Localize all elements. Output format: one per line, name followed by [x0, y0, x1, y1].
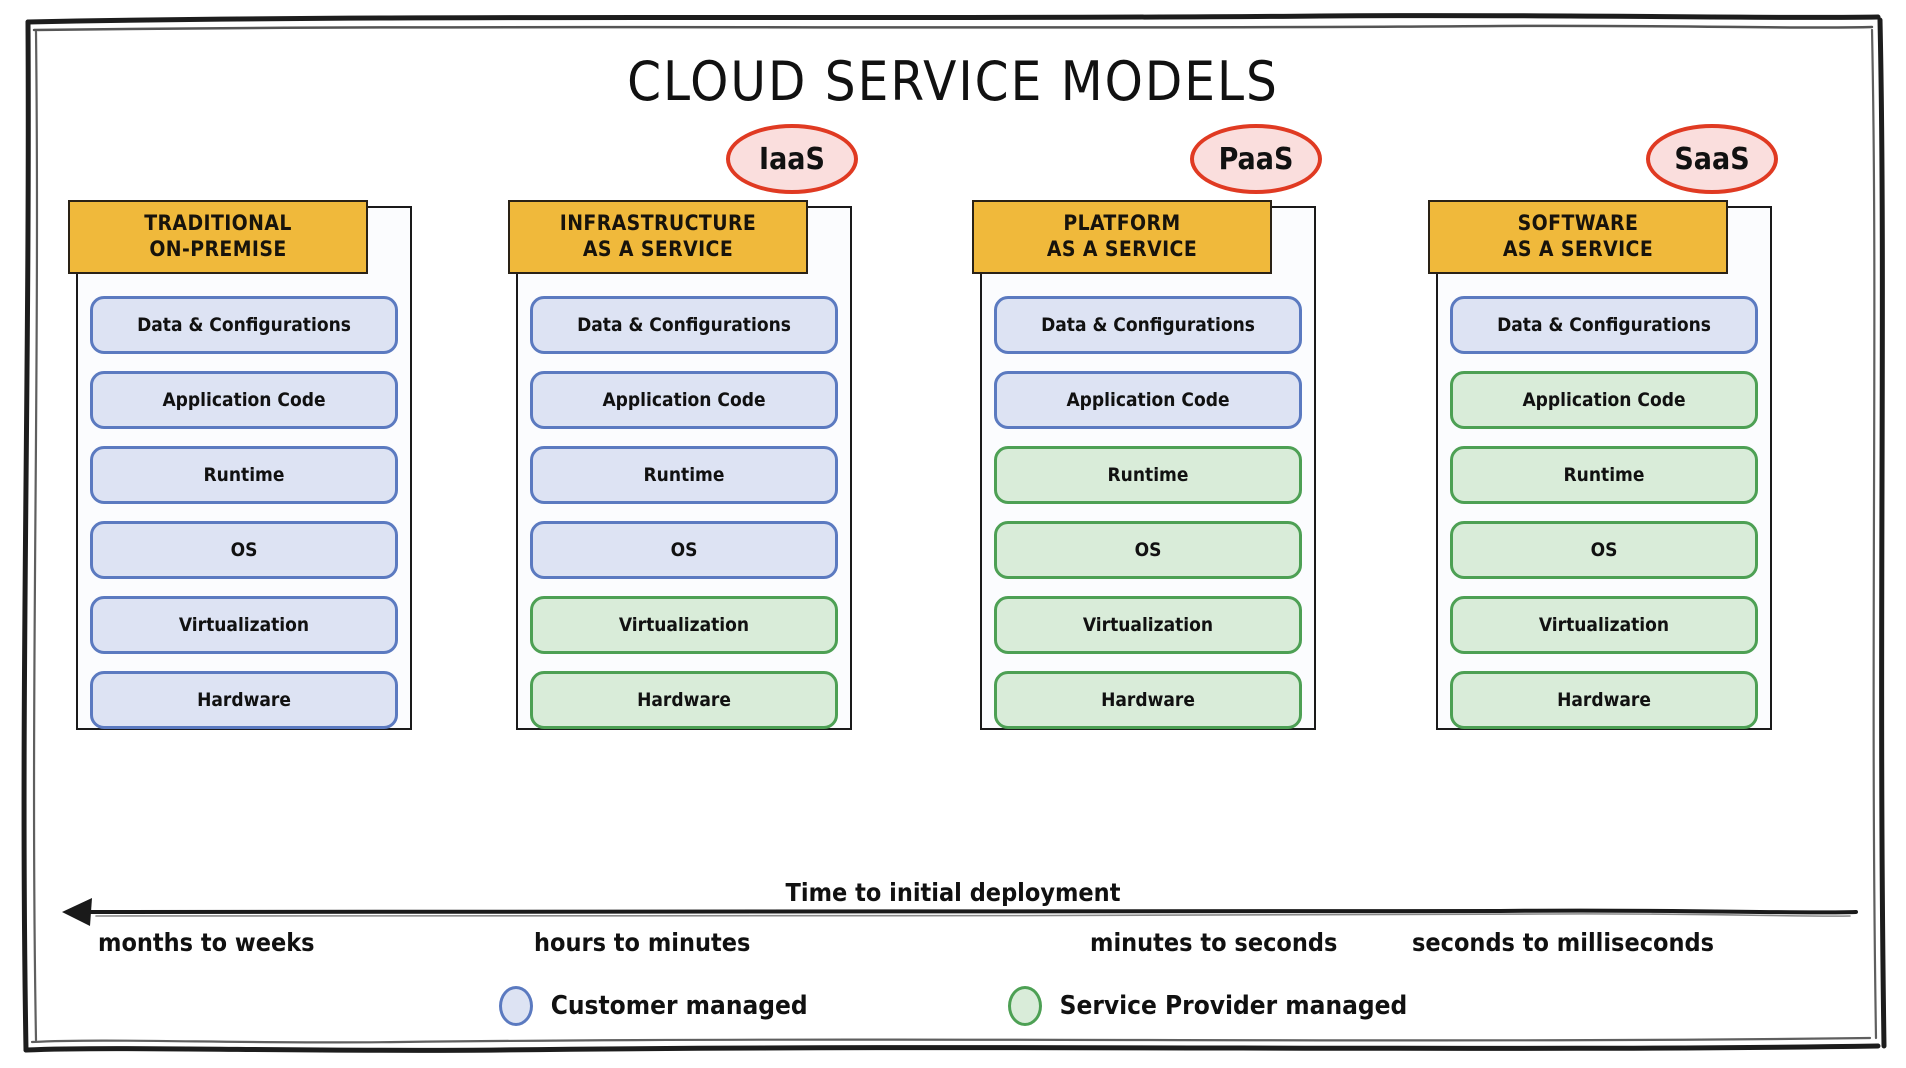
layer-label: Hardware [197, 689, 291, 712]
timeline-axis-label: Time to initial deployment [785, 878, 1121, 907]
layer-row[interactable]: Application Code [1450, 371, 1758, 430]
layer-row[interactable]: Hardware [994, 671, 1302, 730]
layer-label: Hardware [1101, 689, 1195, 712]
layer-row[interactable]: Data & Configurations [90, 296, 398, 355]
column-header-line1: PLATFORM [1063, 211, 1181, 235]
layer-row[interactable]: Runtime [90, 446, 398, 505]
column-header-line1: INFRASTRUCTURE [559, 211, 757, 235]
callout-bubble-paas[interactable]: PaaS [1190, 124, 1322, 194]
layer-label: Application Code [162, 389, 326, 412]
layer-label: Virtualization [1082, 614, 1214, 637]
layer-row[interactable]: Hardware [530, 671, 838, 730]
layer-row[interactable]: Runtime [1450, 446, 1758, 505]
layer-row[interactable]: Virtualization [90, 596, 398, 655]
layer-label: Data & Configurations [137, 314, 351, 337]
timeline-tick-2: minutes to seconds [1090, 928, 1338, 957]
layer-row[interactable]: Hardware [1450, 671, 1758, 730]
callout-label: PaaS [1218, 141, 1294, 177]
layer-row[interactable]: Runtime [994, 446, 1302, 505]
column-header-line2: AS A SERVICE [1046, 236, 1198, 261]
layer-label: Virtualization [178, 614, 310, 637]
layer-row[interactable]: OS [530, 521, 838, 580]
legend-swatch-provider-icon [1007, 986, 1042, 1026]
layer-row[interactable]: Virtualization [994, 596, 1302, 655]
layer-row[interactable]: Runtime [530, 446, 838, 505]
layer-label: Application Code [1522, 389, 1686, 412]
legend-label-provider: Service Provider managed [1059, 991, 1408, 1021]
layer-label: Data & Configurations [577, 314, 791, 337]
column-header-line2: AS A SERVICE [1502, 236, 1654, 261]
layer-row[interactable]: Virtualization [530, 596, 838, 655]
column-header-line1: SOFTWARE [1517, 211, 1639, 235]
layer-row[interactable]: OS [1450, 521, 1758, 580]
layer-row[interactable]: Data & Configurations [1450, 296, 1758, 355]
layer-label: OS [1134, 539, 1162, 562]
callout-label: SaaS [1674, 141, 1750, 177]
layer-label: OS [670, 539, 698, 562]
page-title: CLOUD SERVICE MODELS [627, 50, 1279, 113]
legend-item-customer: Customer managed [498, 986, 808, 1026]
legend: Customer managed Service Provider manage… [0, 986, 1906, 1026]
timeline-tick-1: hours to minutes [534, 928, 751, 957]
layer-row[interactable]: Application Code [530, 371, 838, 430]
layer-label: Application Code [1066, 389, 1230, 412]
callout-bubble-saas[interactable]: SaaS [1646, 124, 1778, 194]
timeline-tick-0: months to weeks [98, 928, 315, 957]
layer-label: Hardware [637, 689, 731, 712]
layer-label: Data & Configurations [1041, 314, 1255, 337]
layer-row[interactable]: Data & Configurations [994, 296, 1302, 355]
layer-row[interactable]: Data & Configurations [530, 296, 838, 355]
layer-label: Virtualization [1538, 614, 1670, 637]
timeline-arrow [62, 898, 1858, 926]
layer-row[interactable]: OS [90, 521, 398, 580]
layer-row[interactable]: Application Code [90, 371, 398, 430]
layer-label: Data & Configurations [1497, 314, 1711, 337]
layer-label: Runtime [1563, 464, 1645, 487]
layer-label: OS [230, 539, 258, 562]
layer-label: Application Code [602, 389, 766, 412]
layer-label: Runtime [643, 464, 725, 487]
layer-row[interactable]: Application Code [994, 371, 1302, 430]
layer-label: Runtime [1107, 464, 1189, 487]
layer-label: OS [1590, 539, 1618, 562]
callout-label: IaaS [759, 141, 825, 177]
layer-label: Runtime [203, 464, 285, 487]
legend-item-provider: Service Provider managed [1007, 986, 1408, 1026]
layer-label: Virtualization [618, 614, 750, 637]
column-header-line1: TRADITIONAL [144, 211, 292, 235]
legend-swatch-customer-icon [498, 986, 533, 1026]
callout-bubble-iaas[interactable]: IaaS [726, 124, 858, 194]
layer-row[interactable]: Virtualization [1450, 596, 1758, 655]
column-header-line2: ON-PREMISE [149, 236, 287, 261]
column-header-line2: AS A SERVICE [582, 236, 734, 261]
layer-label: Hardware [1557, 689, 1651, 712]
layer-row[interactable]: OS [994, 521, 1302, 580]
layer-row[interactable]: Hardware [90, 671, 398, 730]
timeline-tick-3: seconds to milliseconds [1412, 928, 1714, 957]
legend-label-customer: Customer managed [550, 991, 808, 1021]
